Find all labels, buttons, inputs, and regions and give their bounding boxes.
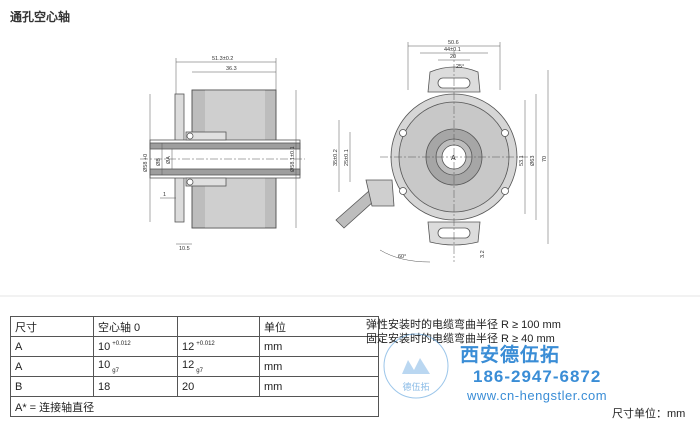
dim-flange-dia: Ø58 +0 [143, 154, 149, 172]
dim-angle-top: 25° [456, 64, 464, 70]
watermark-logo: 德伍拓 [383, 333, 449, 399]
shaft-wall-bottom [149, 168, 301, 176]
clamp-ring-bottom [185, 177, 227, 187]
row-value: 12+0.012 [177, 336, 260, 357]
row-unit: mm [259, 356, 379, 377]
watermark-company: 西安德伍拓 [460, 345, 561, 366]
dim-h3: 53.1 [519, 155, 525, 166]
dim-arc-cable [379, 249, 431, 263]
table-header-row: 尺寸 空心轴 0 单位 [10, 316, 379, 337]
table-row: A 10+0.012 12+0.012 mm [10, 336, 379, 357]
watermark-phone: 186-2947-6872 [473, 367, 602, 386]
row-unit: mm [259, 336, 379, 357]
row-unit: mm [259, 376, 379, 397]
watermark-site: www.cn-hengstler.com [467, 388, 608, 403]
table-footnote: A* = 连接轴直径 [10, 396, 379, 417]
dim-h4: Ø63 [530, 156, 536, 166]
screw-bottom [186, 178, 194, 186]
shaft-label: A [451, 155, 456, 162]
table-footnote-row: A* = 连接轴直径 [10, 396, 379, 417]
table-row: B 18 20 mm [10, 376, 379, 397]
row-value: 10+0.012 [93, 336, 178, 357]
row-label: A [10, 356, 94, 377]
screw-top [186, 132, 194, 140]
dim-shaft-b: ØB [156, 158, 162, 166]
note-fixed: 固定安装时的电缆弯曲半径 R ≥ 40 mm [366, 333, 555, 345]
shaft-wall-top [149, 142, 301, 150]
dim-width-mid: 44±0.1 [444, 47, 461, 53]
header-cell: 尺寸 [10, 316, 94, 337]
dim-h5: 70 [542, 156, 548, 162]
header-cell [177, 316, 260, 337]
clamp-ring-top [185, 131, 227, 141]
front-view-labels: 50.6 44±0.1 20 25° 35±0.2 25±0.1 53.1 Ø6… [333, 40, 548, 260]
row-value: 20 [177, 376, 260, 397]
cable-notes: 弹性安装时的电缆弯曲半径 R ≥ 100 mm 固定安装时的电缆弯曲半径 R ≥… [366, 318, 561, 346]
dim-h2: 25±0.1 [344, 149, 350, 166]
screw-right-bottom [501, 187, 509, 195]
dim-bottom: 3.2 [480, 250, 486, 258]
front-view [335, 42, 549, 263]
dim-shaft-a: ØA [166, 156, 172, 164]
dim-angle-cable: 60° [398, 254, 406, 260]
row-label: A [10, 336, 94, 357]
dim-step: 1 [163, 192, 166, 198]
side-view [140, 58, 305, 245]
page-title: 通孔空心轴 [10, 10, 71, 24]
cable-gland [365, 179, 395, 207]
dim-width-slot: 20 [450, 54, 456, 60]
dim-offset: 10.5 [179, 246, 190, 252]
header-cell: 空心轴 0 [93, 316, 178, 337]
screw-left-bottom [399, 187, 407, 195]
dim-width-total: 50.6 [448, 40, 459, 46]
unit-note: 尺寸单位：mm [612, 408, 686, 420]
header-cell: 单位 [259, 316, 379, 337]
watermark-logo-text: 德伍拓 [402, 381, 429, 392]
side-view-labels: 51.3±0.2 36.3 Ø58 +0 ØB ØA Ø58.1±0.1 10.… [143, 56, 296, 252]
dim-overall-length: 51.3±0.2 [212, 56, 233, 62]
dim-mount-dia: Ø58.1±0.1 [290, 146, 296, 172]
row-value: 18 [93, 376, 178, 397]
dim-body-length: 36.3 [226, 66, 237, 72]
screw-right-top [501, 129, 509, 137]
dim-h1: 35±0.2 [333, 149, 339, 166]
note-flexible: 弹性安装时的电缆弯曲半径 R ≥ 100 mm [366, 319, 561, 331]
row-label: B [10, 376, 94, 397]
screw-left-top [399, 129, 407, 137]
